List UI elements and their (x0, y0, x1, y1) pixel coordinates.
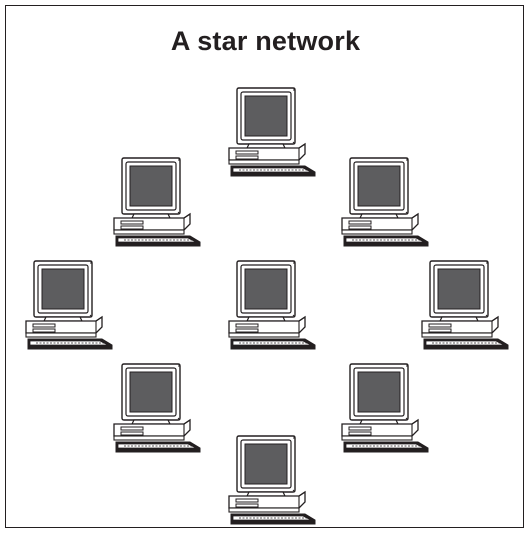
computer-icon (341, 157, 429, 247)
computer-icon (113, 363, 201, 453)
computer-icon (228, 435, 316, 525)
computer-icon (228, 87, 316, 177)
computer-icon (228, 260, 316, 350)
diagram-title: A star network (170, 26, 361, 56)
computer-icon (25, 260, 113, 350)
computer-icon (113, 157, 201, 247)
computer-icon (341, 363, 429, 453)
computer-icon (421, 260, 509, 350)
